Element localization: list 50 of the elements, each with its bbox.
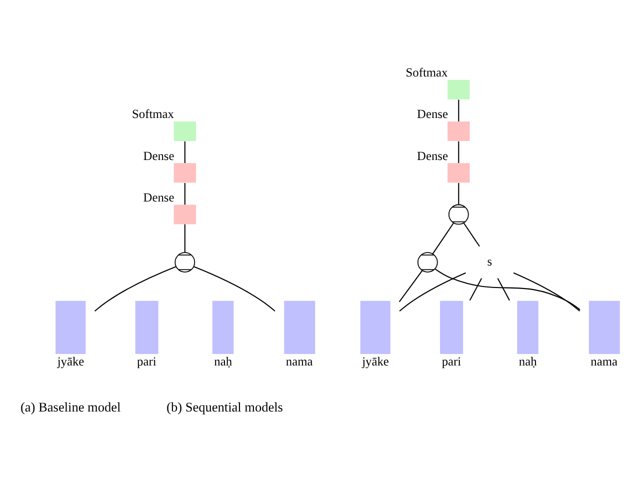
- node-bar: [212, 300, 234, 354]
- connector: [184, 224, 186, 252]
- node-label: Dense: [417, 106, 448, 121]
- node-box: [174, 204, 196, 224]
- node-label: Dense: [143, 148, 174, 162]
- connector: [434, 268, 580, 310]
- node-label: Softmax: [406, 64, 448, 79]
- node-circle: [417, 252, 438, 272]
- node-label: Dense: [417, 148, 448, 162]
- connector: [458, 140, 460, 163]
- connector: [194, 266, 276, 312]
- connector: [398, 270, 423, 302]
- label: (a) Baseline model: [20, 399, 121, 414]
- node-bar: [56, 300, 86, 354]
- connector: [399, 272, 466, 312]
- node-label: jyāke: [57, 354, 84, 368]
- node-label: pari: [442, 354, 462, 368]
- node-label: Softmax: [132, 106, 174, 121]
- node-box: [174, 162, 196, 182]
- node-label: nama: [590, 354, 618, 368]
- node-box: [448, 79, 470, 99]
- node-bar: [588, 300, 620, 354]
- connector: [432, 222, 454, 254]
- node-circle: [174, 252, 196, 272]
- connector: [184, 182, 186, 204]
- connector: [497, 278, 510, 300]
- node-bar: [440, 300, 464, 354]
- node-bar: [517, 300, 538, 354]
- connector: [458, 182, 460, 204]
- connector: [513, 272, 580, 312]
- node-bar: [284, 300, 316, 354]
- node-label: naḥ: [214, 354, 232, 368]
- node-text: s: [487, 254, 492, 268]
- connector: [463, 222, 480, 246]
- connector: [458, 99, 460, 121]
- node-bar: [360, 300, 390, 354]
- node-label: naḥ: [518, 354, 537, 368]
- node-circle: [448, 204, 469, 224]
- node-label: pari: [137, 354, 156, 368]
- label: (b) Sequential models: [166, 399, 283, 414]
- connector: [469, 278, 482, 300]
- node-box: [448, 120, 470, 140]
- node-label: nama: [286, 354, 313, 368]
- node-label: jyāke: [362, 354, 389, 368]
- connector: [184, 140, 186, 163]
- node-box: [174, 120, 196, 140]
- node-label: Dense: [143, 190, 174, 204]
- connector: [94, 266, 176, 312]
- node-bar: [135, 300, 158, 354]
- node-box: [448, 162, 470, 182]
